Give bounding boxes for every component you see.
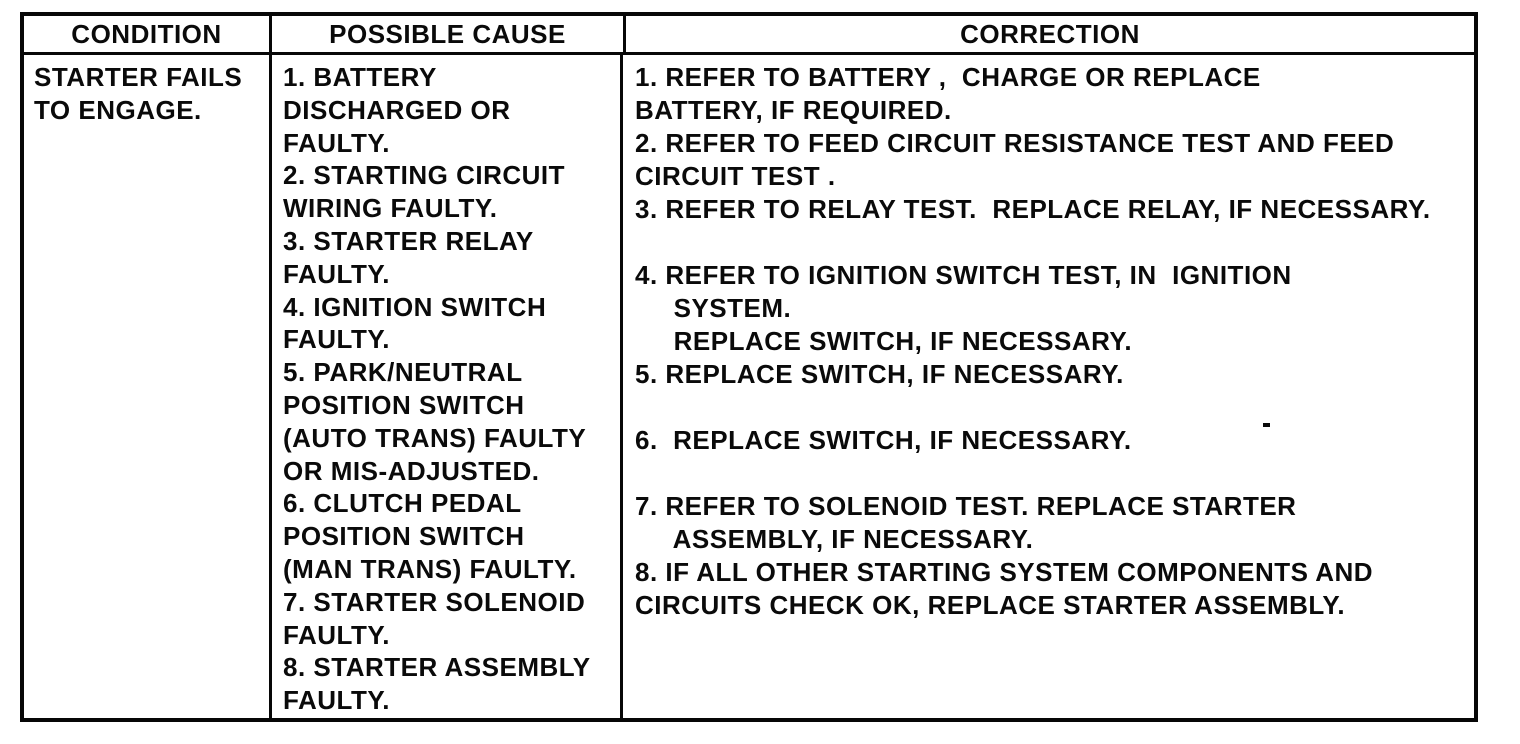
text-line: 5. REPLACE SWITCH, IF NECESSARY. — [635, 359, 1124, 389]
text-line: 4. IGNITION SWITCH — [283, 291, 547, 322]
text-line: FAULTY. — [283, 258, 391, 289]
text-line: 7. REFER TO SOLENOID TEST. REPLACE START… — [635, 491, 1297, 521]
text-line: 5. PARK/NEUTRAL — [283, 357, 523, 388]
text-line: BATTERY, IF REQUIRED. — [635, 95, 952, 125]
text-line: WIRING FAULTY. — [283, 193, 498, 224]
text-line: 4. REFER TO IGNITION SWITCH TEST, IN IGN… — [635, 260, 1292, 290]
text-line — [635, 457, 1474, 490]
text-line: TO ENGAGE. — [34, 95, 202, 125]
text-line: REPLACE SWITCH, IF NECESSARY. — [635, 326, 1133, 356]
text-line — [635, 391, 1474, 424]
text-line: 8. IF ALL OTHER STARTING SYSTEM COMPONEN… — [635, 557, 1374, 587]
text-line: POSITION SWITCH — [283, 521, 525, 552]
table-header-row: CONDITION POSSIBLE CAUSE CORRECTION — [24, 16, 1474, 55]
text-line: 2. REFER TO FEED CIRCUIT RESISTANCE TEST… — [635, 128, 1395, 158]
text-line: STARTER FAILS — [34, 62, 243, 92]
text-line: CIRCUIT TEST . — [635, 161, 836, 191]
text-line: 3. REFER TO RELAY TEST. REPLACE RELAY, I… — [635, 194, 1431, 224]
text-line: 1. REFER TO BATTERY , CHARGE OR REPLACE — [635, 62, 1261, 92]
text-line: FAULTY. — [283, 685, 391, 716]
text-line: (AUTO TRANS) FAULTY — [283, 422, 587, 453]
text-line: ASSEMBLY, IF NECESSARY. — [635, 524, 1034, 554]
text-line: 3. STARTER RELAY — [283, 225, 534, 256]
text-line: FAULTY. — [283, 324, 391, 355]
text-line: POSITION SWITCH — [283, 389, 525, 420]
text-line: FAULTY. — [283, 127, 391, 158]
text-line: FAULTY. — [283, 619, 391, 650]
text-line: SYSTEM. — [635, 293, 792, 323]
text-line — [635, 226, 1474, 259]
text-line: DISCHARGED OR — [283, 94, 511, 125]
scan-artifact-dot — [1263, 423, 1270, 427]
column-header-correction: CORRECTION — [623, 16, 1474, 52]
text-line: 6. CLUTCH PEDAL — [283, 488, 522, 519]
column-header-condition: CONDITION — [71, 19, 222, 49]
text-line: 6. REPLACE SWITCH, IF NECESSARY. — [635, 425, 1132, 455]
text-line: (MAN TRANS) FAULTY. — [283, 553, 577, 584]
text-line: 1. BATTERY — [283, 62, 437, 92]
text-line: OR MIS-ADJUSTED. — [283, 455, 540, 486]
troubleshooting-table: CONDITION POSSIBLE CAUSE CORRECTION STAR… — [20, 12, 1478, 722]
text-line: 8. STARTER ASSEMBLY — [283, 652, 591, 683]
text-line: 2. STARTING CIRCUIT — [283, 160, 566, 191]
text-line: 7. STARTER SOLENOID — [283, 586, 586, 617]
column-header-possible-cause: POSSIBLE CAUSE — [269, 16, 623, 52]
text-line: CIRCUITS CHECK OK, REPLACE STARTER ASSEM… — [635, 590, 1346, 620]
